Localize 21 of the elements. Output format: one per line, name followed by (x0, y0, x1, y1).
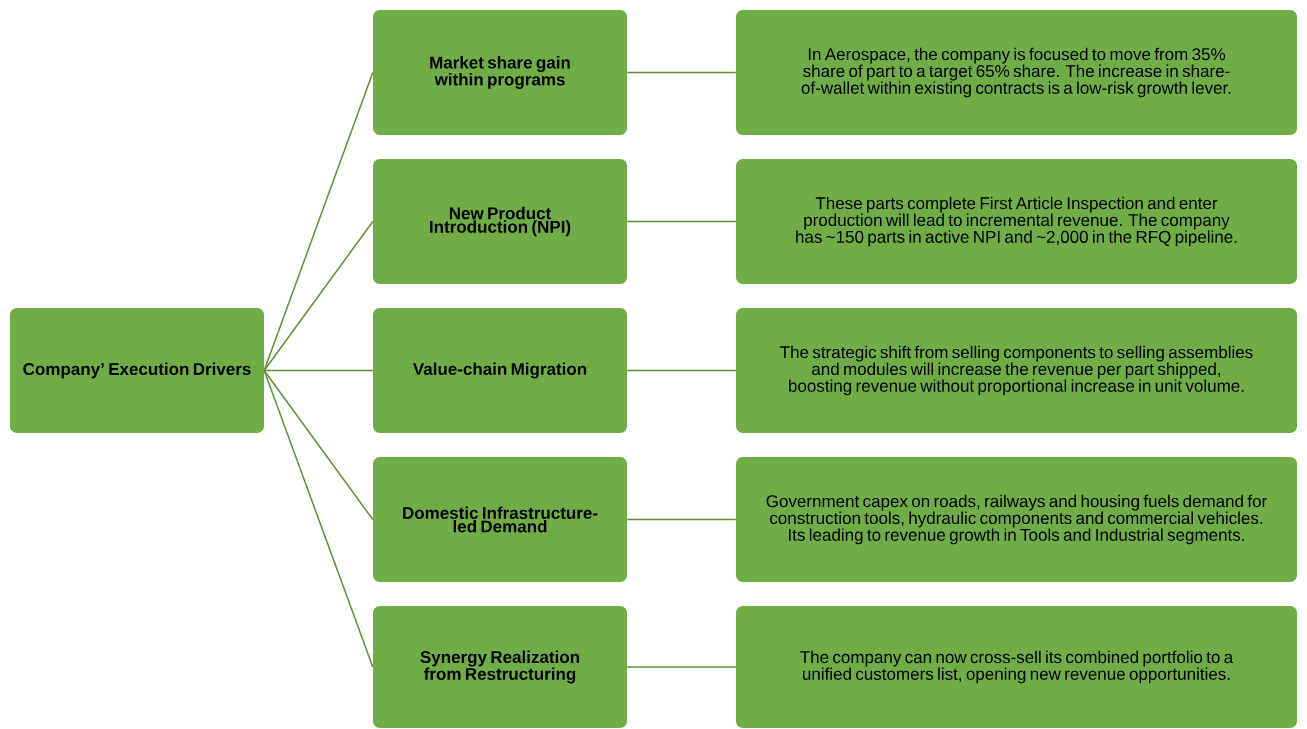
connector-line (626, 518, 737, 521)
description-box: Government capex on roads, railways and housing fuels demand for construction tools, hydraulic components and commercial vehicles. Its leading to revenue growth in Tools and Industrial segments. (736, 457, 1297, 582)
description-box: The company can now cross-sell its combined portfolio to a unified customers list, opening new revenue opportunities. (736, 606, 1297, 728)
connector-line (626, 71, 737, 74)
driver-box: New Product Introduction (NPI) (373, 159, 627, 284)
connector-line (263, 369, 374, 372)
driver-box: Synergy Realization from Restructuring (373, 606, 627, 728)
connector-line (263, 369, 374, 668)
driver-box: Market share gain within programs (373, 10, 627, 135)
connector-line (626, 666, 737, 668)
root-box: Company’ Execution Drivers (10, 308, 264, 433)
driver-box: Value-chain Migration (373, 308, 627, 433)
description-box: The strategic shift from selling components to selling assemblies and modules will increase the revenue per part shipped, boosting revenue without proportional increase in unit volume. (736, 308, 1297, 433)
connector-line (263, 220, 374, 372)
connector-line (263, 71, 374, 372)
connector-line (263, 369, 374, 521)
description-box: In Aerospace, the company is focused to move from 35% share of part to a target 65% share. The increase in share-of-wallet within existing contracts is a low-risk growth lever. (736, 10, 1297, 135)
driver-box: Domestic Infrastructure-led Demand (373, 457, 627, 582)
connector-line (626, 369, 737, 372)
connector-line (626, 220, 737, 223)
description-box: These parts complete First Article Inspection and enter production will lead to incremental revenue. The company has ~150 parts in active NPI and ~2,000 in the RFQ pipeline. (736, 159, 1297, 284)
